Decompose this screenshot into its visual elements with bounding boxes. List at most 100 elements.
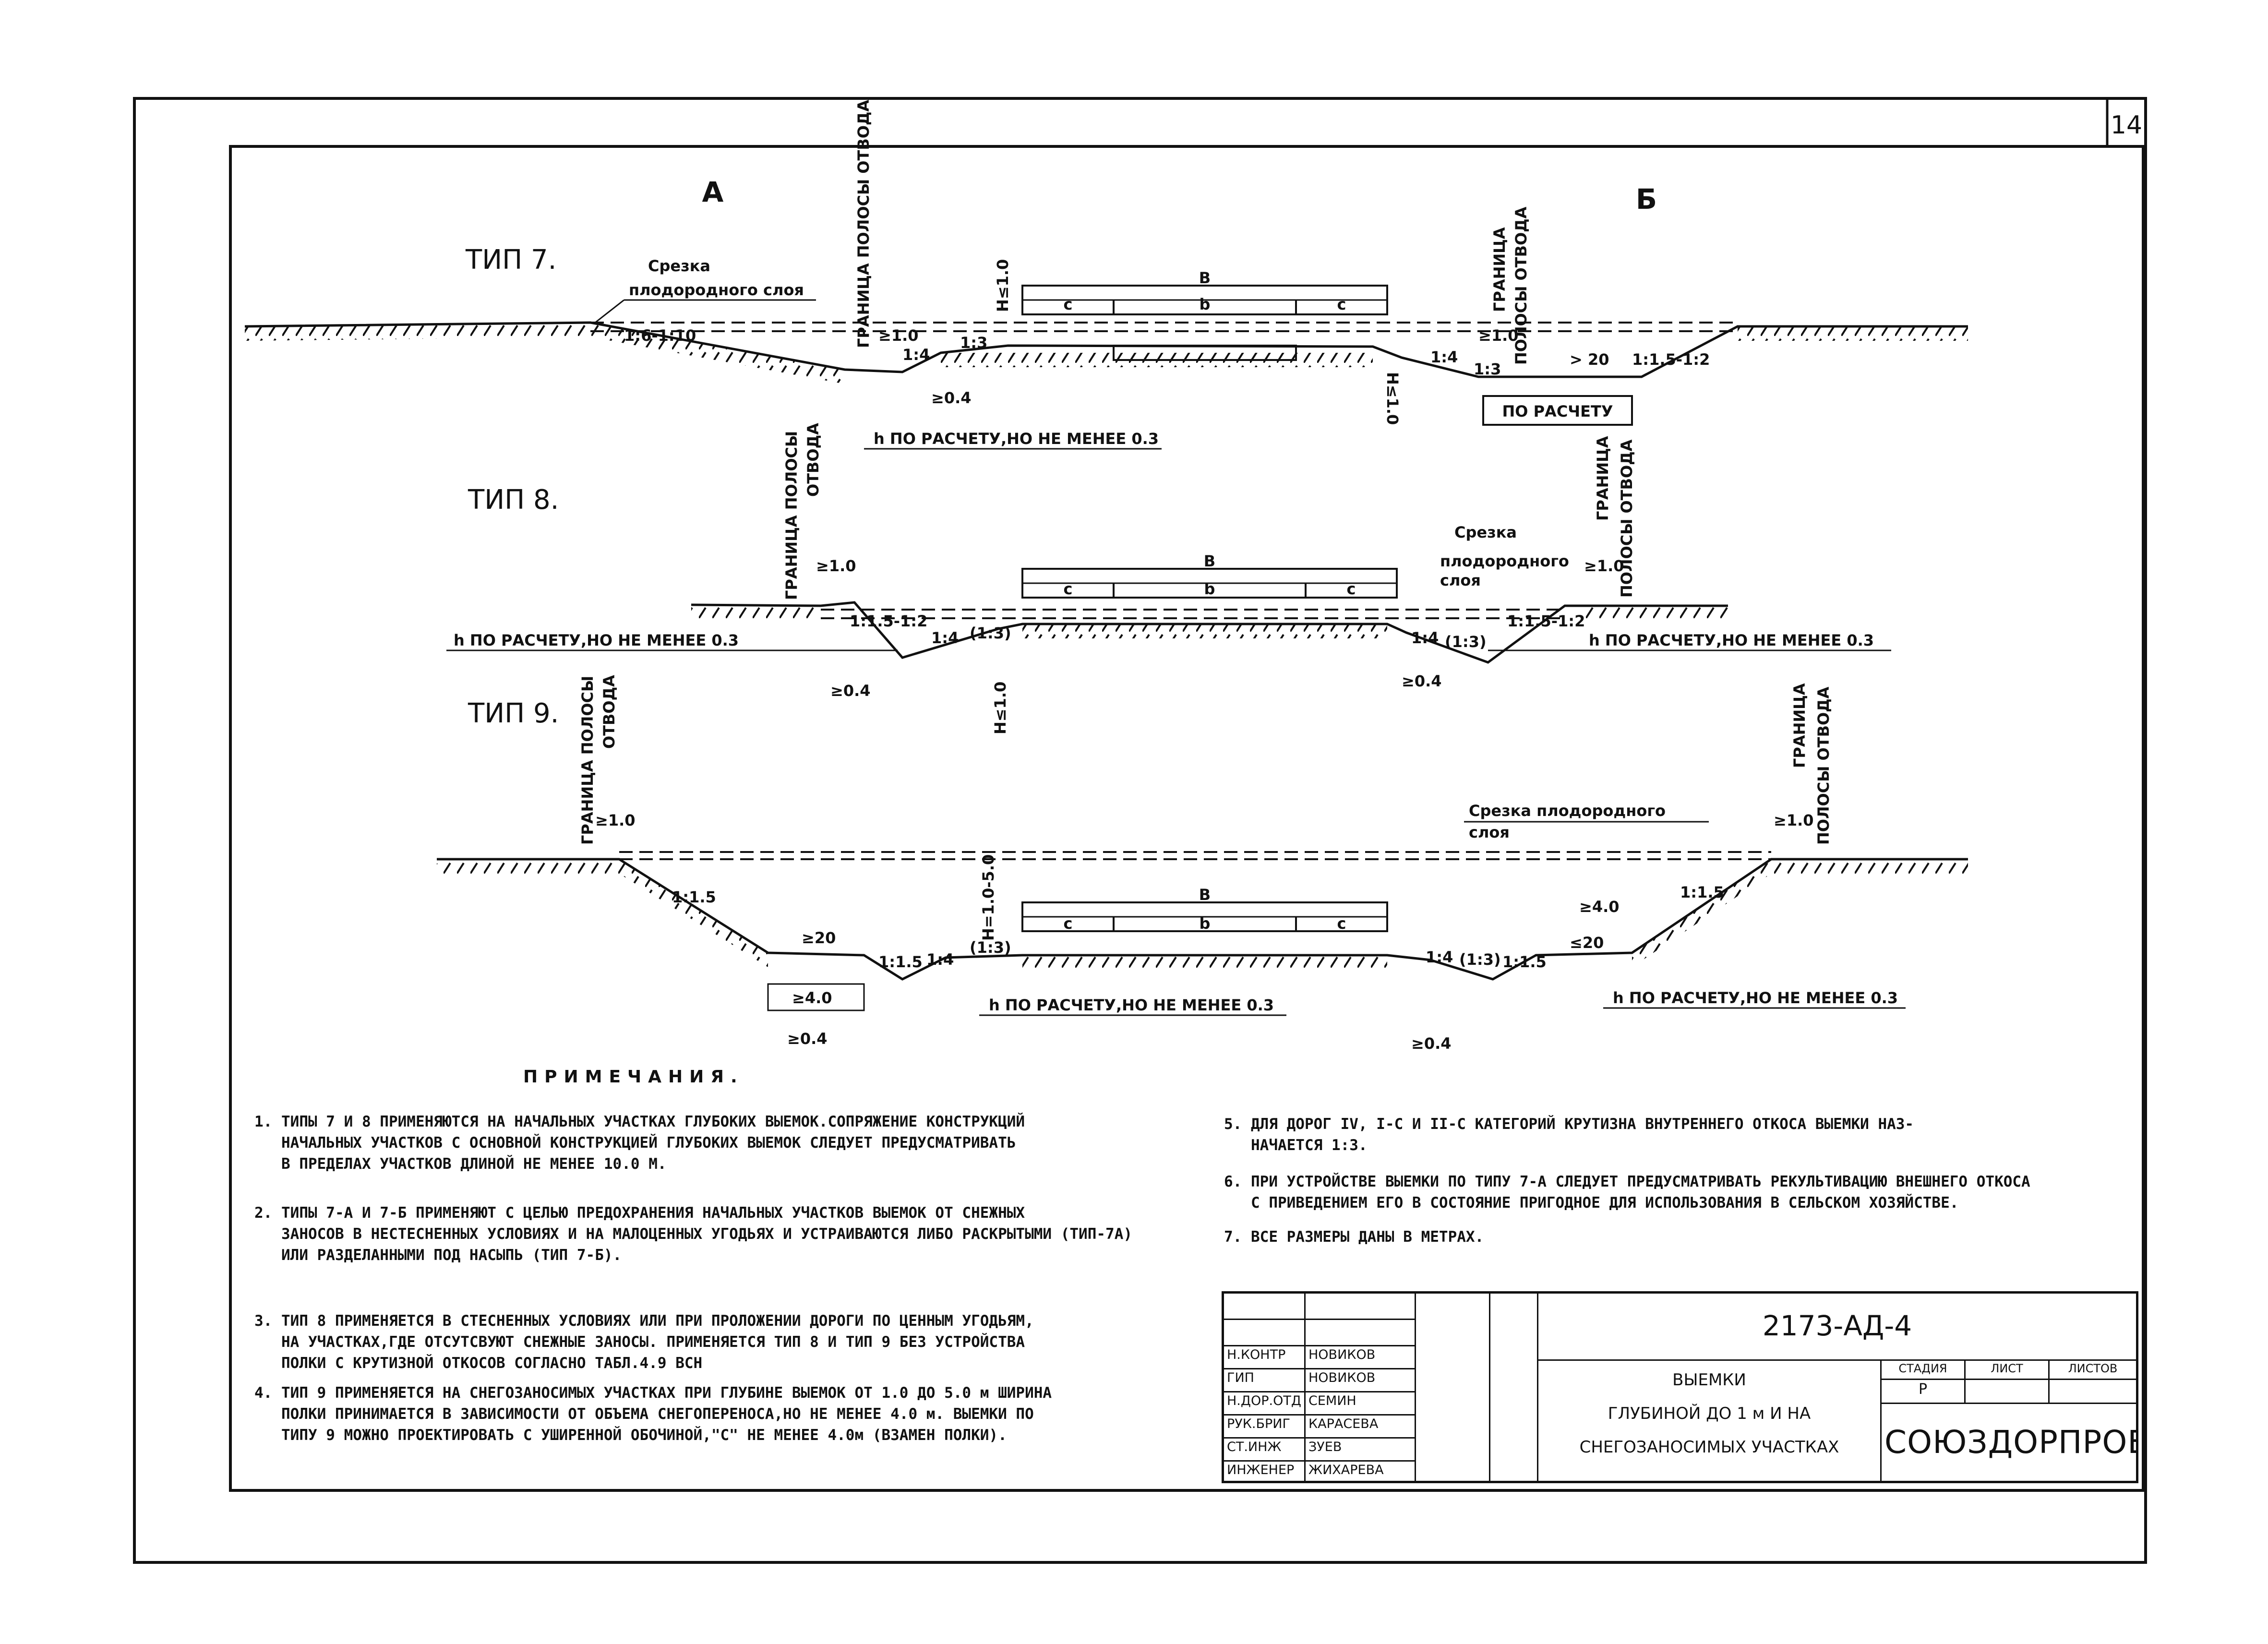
type9-h-left: h ПО РАСЧЕТУ,НО НЕ МЕНЕЕ 0.3 xyxy=(989,996,1274,1014)
type9-width-c-left: с xyxy=(1064,914,1073,933)
type8-boundary-left-2: ОТВОДА xyxy=(804,423,822,497)
sig-name-5: ЖИХАРЕВА xyxy=(1306,1462,1416,1483)
type9-boundary-left-1: ГРАНИЦА ПОЛОСЫ xyxy=(578,676,597,845)
type8-slope-inner-right-a: 1:4 xyxy=(1411,629,1439,647)
type7-ge10-left: ≥1.0 xyxy=(878,326,919,345)
sig-role-5: ИНЖЕНЕР xyxy=(1224,1462,1306,1483)
sig-name-3: КАРАСЕВА xyxy=(1306,1416,1416,1439)
type8-width-B: В xyxy=(1204,552,1215,570)
type7-width-c-left: с xyxy=(1064,295,1073,313)
type8-ge10-left: ≥1.0 xyxy=(816,557,856,575)
type7-h-left: H≤1.0 xyxy=(994,259,1012,312)
note-5: 5. ДЛЯ ДОРОГ IV, I-С И II-С КАТЕГОРИЙ КР… xyxy=(1224,1116,1914,1154)
note-2: 2. ТИПЫ 7-А И 7-Б ПРИМЕНЯЮТ С ЦЕЛЬЮ ПРЕД… xyxy=(254,1204,1133,1264)
doc-code: 2173-АД-4 xyxy=(1538,1294,2136,1361)
type9-title: ТИП 9. xyxy=(468,698,559,729)
column-label-right: Б xyxy=(1636,183,1657,216)
title-cell: ВЫЕМКИ ГЛУБИНОЙ ДО 1 м И НА СНЕГОЗАНОСИМ… xyxy=(1538,1361,1882,1483)
type8-section: ТИП 8. В с b с ГРАНИЦА ПОЛОСЫ ОТВОДА ГРА… xyxy=(446,423,1891,734)
type7-dim-20: > 20 xyxy=(1570,350,1609,369)
type8-ge04-left: ≥0.4 xyxy=(830,682,871,700)
column-label-left: А xyxy=(702,176,724,208)
title-line-3: СНЕГОЗАНОСИМЫХ УЧАСТКАХ xyxy=(1579,1438,1839,1457)
type9-boundary-left-2: ОТВОДА xyxy=(600,675,618,749)
type7-slope-inner-left-a: 1:4 xyxy=(902,346,930,364)
type8-boundary-right-2: ПОЛОСЫ ОТВОДА xyxy=(1618,439,1636,598)
notes-heading: ПРИМЕЧАНИЯ. xyxy=(523,1067,744,1087)
type8-width-c-left: с xyxy=(1064,580,1073,598)
type7-h-right: H≤1.0 xyxy=(1383,372,1402,425)
stage-header: СТАДИЯ xyxy=(1882,1361,1966,1380)
type7-boundary-right-2: ПОЛОСЫ ОТВОДА xyxy=(1512,206,1530,365)
type7-section: ТИП 7. В с b с Срезка плодородного слоя … xyxy=(244,100,1968,450)
type7-cut-leader-2 xyxy=(595,299,624,324)
type9-slope-outer-right: 1:1.5 xyxy=(1680,883,1724,901)
type9-ge10-left: ≥1.0 xyxy=(595,811,636,829)
type7-boundary-right-1: ГРАНИЦА xyxy=(1490,227,1509,312)
type9-ge40-right: ≥4.0 xyxy=(1579,898,1620,916)
type7-width-c-right: с xyxy=(1337,295,1346,313)
type9-hatch-left xyxy=(437,859,619,874)
title-line-1: ВЫЕМКИ xyxy=(1672,1370,1746,1390)
type8-slope-inner-left-b: (1:3) xyxy=(970,624,1011,642)
type9-h-depth: H=1.0-5.0 xyxy=(979,854,997,941)
type9-cut-label-2: слоя xyxy=(1469,823,1510,841)
sig-grid-top-d xyxy=(1306,1320,1416,1346)
type7-cut-label-1: Срезка xyxy=(648,257,710,275)
note-1: 1. ТИПЫ 7 И 8 ПРИМЕНЯЮТСЯ НА НАЧАЛЬНЫХ У… xyxy=(254,1113,1025,1173)
type7-by-calc-box xyxy=(1482,395,1633,426)
sheet-header: ЛИСТ xyxy=(1966,1361,2050,1380)
sig-date-col xyxy=(1490,1294,1538,1483)
type8-width-b: b xyxy=(1204,580,1215,598)
sig-grid-top-c xyxy=(1224,1320,1306,1346)
note-6: 6. ПРИ УСТРОЙСТВЕ ВЫЕМКИ ПО ТИПУ 7-А СЛЕ… xyxy=(1224,1173,2030,1212)
sig-role-0: Н.КОНТР xyxy=(1224,1346,1306,1369)
title-line-2: ГЛУБИНОЙ ДО 1 м И НА xyxy=(1608,1404,1811,1423)
org-name: СОЮЗДОРПРОЕКТ xyxy=(1884,1424,2136,1461)
sheet-value xyxy=(1966,1380,2050,1404)
sig-grid-top-a xyxy=(1224,1294,1306,1320)
type7-slope-inner-right: 1:4 xyxy=(1430,348,1458,366)
type7-title: ТИП 7. xyxy=(465,244,556,276)
note-7: 7. ВСЕ РАЗМЕРЫ ДАНЫ В МЕТРАХ. xyxy=(1224,1228,1484,1246)
type7-ground-hatch-right xyxy=(1738,326,1968,341)
type9-hatch-slope-right xyxy=(1632,859,1771,967)
type9-width-b: b xyxy=(1200,914,1211,933)
type8-hatch-right xyxy=(1584,606,1728,620)
type8-width-c-right: с xyxy=(1347,580,1356,598)
inner-frame xyxy=(229,145,2145,1492)
type8-slope-inner-left-a: 1:4 xyxy=(931,629,959,647)
type8-slope-inner-right-b: (1:3) xyxy=(1445,633,1487,651)
type9-slope-inner-left-a: 1:1.5 xyxy=(878,953,923,971)
type8-h-left: h ПО РАСЧЕТУ,НО НЕ МЕНЕЕ 0.3 xyxy=(454,631,739,649)
sig-name-0: НОВИКОВ xyxy=(1306,1346,1416,1369)
type7-ground-hatch-left xyxy=(245,323,590,341)
type8-cut-label-1: Срезка xyxy=(1454,523,1517,541)
page-number-box xyxy=(2106,97,2147,148)
sheets-value xyxy=(2050,1380,2136,1404)
type7-width-B: В xyxy=(1199,269,1211,287)
type8-h-right: h ПО РАСЧЕТУ,НО НЕ МЕНЕЕ 0.3 xyxy=(1589,631,1874,649)
type7-slope-outer-right: 1:1.5-1:2 xyxy=(1632,350,1710,369)
type7-h-calc: h ПО РАСЧЕТУ,НО НЕ МЕНЕЕ 0.3 xyxy=(874,430,1159,448)
type7-by-calc: ПО РАСЧЕТУ xyxy=(1502,402,1613,420)
type9-hatch-slope-left xyxy=(619,859,768,967)
type7-boundary-left: ГРАНИЦА ПОЛОСЫ ОТВОДА xyxy=(854,100,873,348)
page-number: 14 xyxy=(2111,111,2142,140)
type8-ge10-right: ≥1.0 xyxy=(1584,557,1624,575)
type9-cut-label-1: Срезка плодородного xyxy=(1469,802,1666,820)
type8-hatch-road xyxy=(1022,624,1387,638)
sig-role-2: Н.ДОР.ОТД xyxy=(1224,1392,1306,1416)
sig-grid-top-b xyxy=(1306,1294,1416,1320)
type9-width-c-right: с xyxy=(1337,914,1346,933)
type9-width-B: В xyxy=(1199,886,1211,904)
sig-role-1: ГИП xyxy=(1224,1369,1306,1392)
type9-dim-20-right: ≤20 xyxy=(1570,934,1604,952)
type9-slope-inner-left-b: 1:4 xyxy=(926,950,954,969)
note-4: 4. ТИП 9 ПРИМЕНЯЕТСЯ НА СНЕГОЗАНОСИМЫХ У… xyxy=(254,1384,1052,1444)
sig-name-1: НОВИКОВ xyxy=(1306,1369,1416,1392)
type9-hatch-road xyxy=(1022,955,1387,970)
title-block: Н.КОНТР НОВИКОВ ГИП НОВИКОВ Н.ДОР.ОТД СЕ… xyxy=(1222,1291,2138,1483)
type7-ge10-right: ≥1.0 xyxy=(1478,326,1519,345)
